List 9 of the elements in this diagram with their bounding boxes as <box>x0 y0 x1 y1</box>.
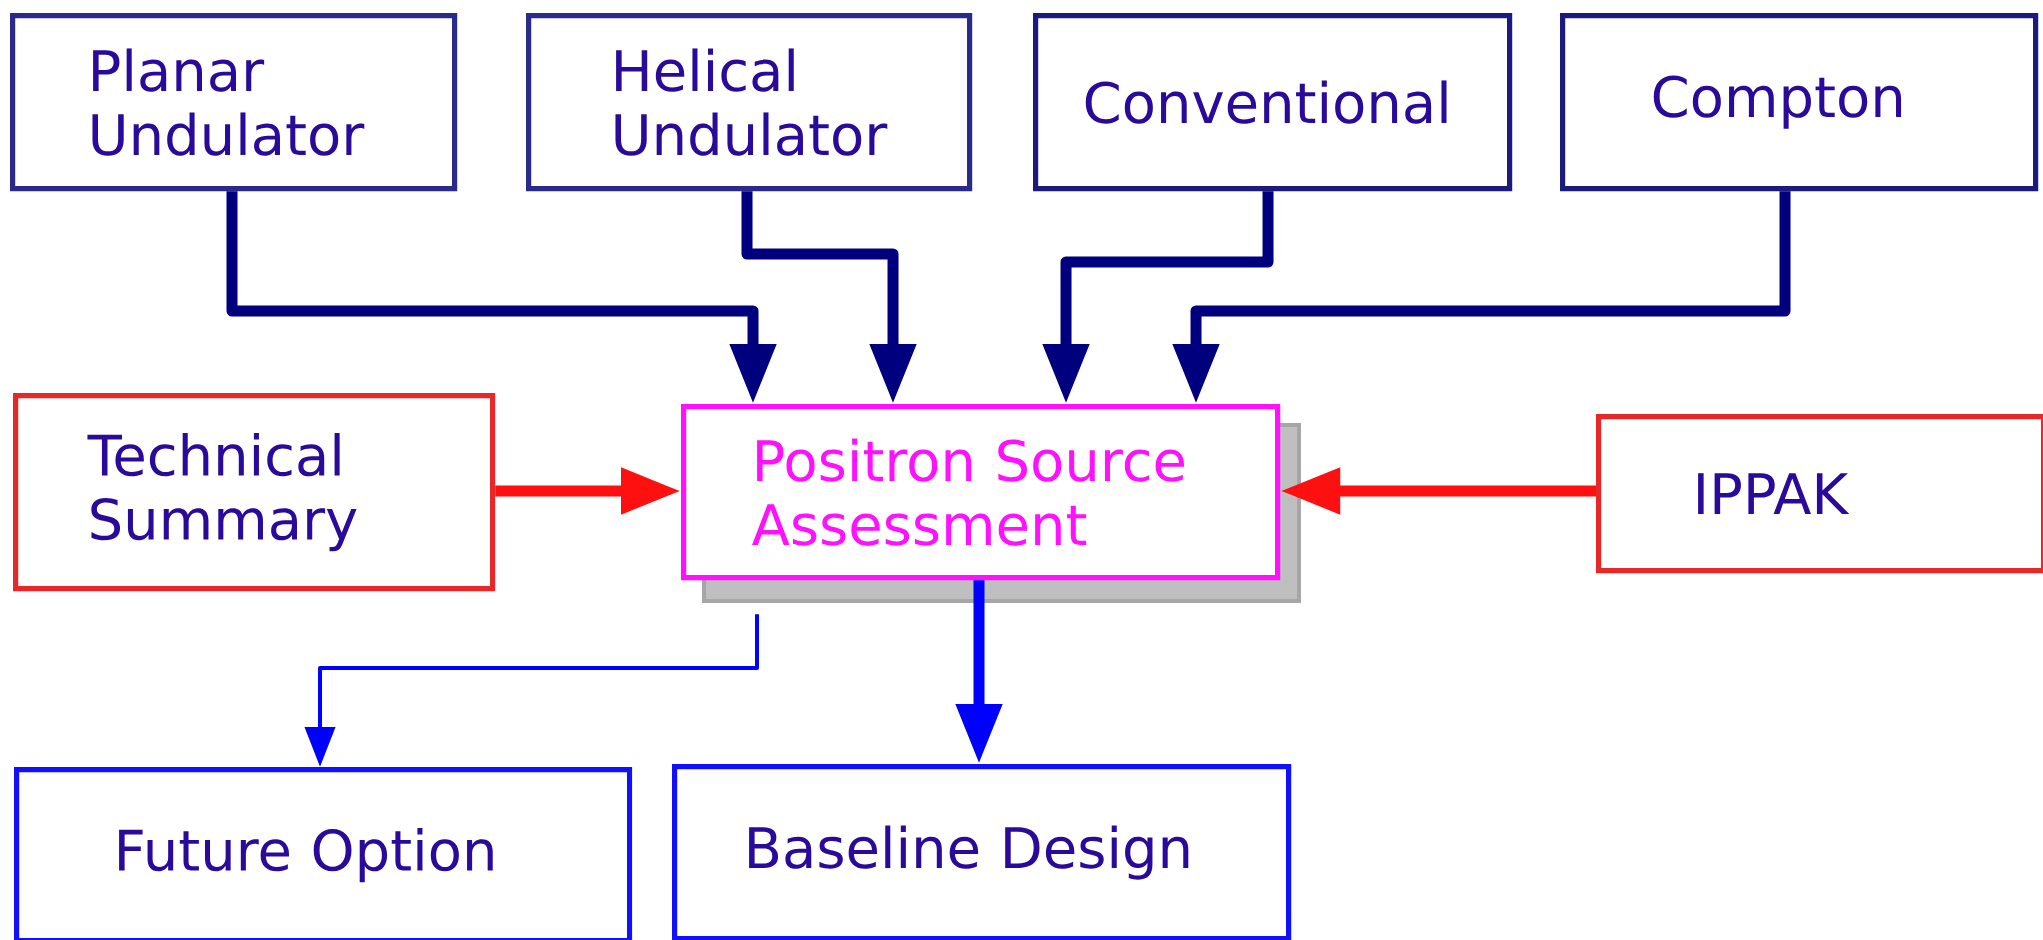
source-box: Planar Undulator <box>10 13 458 192</box>
input-box: IPPAK <box>1596 414 2043 574</box>
source-box: Conventional <box>1033 13 1513 192</box>
source-box: Helical Undulator <box>526 13 973 192</box>
source-box: Compton <box>1560 13 2039 192</box>
assessment-box: Positron Source Assessment <box>681 404 1301 603</box>
outcome-box: Future Option <box>14 767 633 940</box>
input-box: Technical Summary <box>13 393 496 592</box>
outcome-box: Baseline Design <box>672 764 1292 940</box>
